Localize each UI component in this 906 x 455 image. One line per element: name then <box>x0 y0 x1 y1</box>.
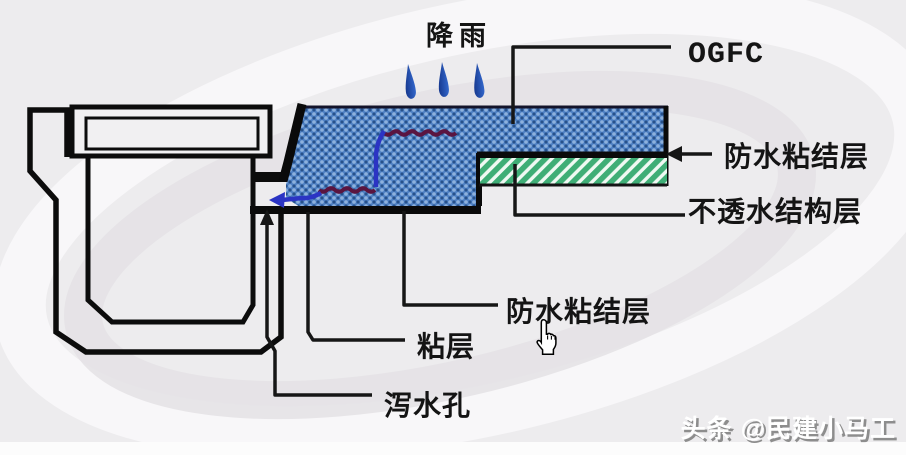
raindrop-icons <box>405 62 485 99</box>
raindrop-icon <box>474 63 485 98</box>
leader-ogfc <box>511 45 671 124</box>
water-path-upper <box>382 129 458 137</box>
water-exit-arrowhead-icon <box>269 192 285 208</box>
ogfc-left-edge <box>278 102 307 183</box>
watermark-shadow: 头条 @民建小马工 <box>683 418 898 446</box>
waterproof-bonding-top-label: 防水粘结层 <box>724 141 869 172</box>
bottom-strip <box>0 442 906 455</box>
water-path-exit <box>281 191 323 203</box>
up-arrowhead-icon <box>260 209 274 225</box>
watermark: 头条 @民建小马工 头条 @民建小马工 <box>681 415 898 446</box>
water-path-lower <box>317 186 377 194</box>
drain-cover-slab-inner <box>84 116 260 151</box>
rain-label: 降雨 <box>426 21 492 51</box>
drain-inner-cavity <box>85 157 256 325</box>
raindrop-icon <box>438 62 449 97</box>
impermeable-structural-label: 不透水结构层 <box>688 196 862 227</box>
leader-weep-hole <box>265 221 372 397</box>
impermeable-layer <box>479 158 667 187</box>
ogfc-label: OGFC <box>688 38 764 72</box>
hand-cursor-icon <box>536 319 557 355</box>
leader-waterproof-bottom <box>402 211 498 307</box>
ogfc-layer <box>250 102 669 214</box>
tack-coat-label: 粘层 <box>417 331 475 362</box>
leader-impermeable <box>513 164 685 217</box>
watermark-text: 头条 @民建小马工 <box>681 415 896 443</box>
water-path-descent <box>373 129 386 187</box>
leader-lines <box>260 45 712 397</box>
weep-hole-label: 泻水孔 <box>384 390 471 421</box>
water-flow-path <box>269 129 458 208</box>
waterproof-bonding-bottom-label: 防水粘结层 <box>506 296 651 327</box>
impermeable-layer-fill <box>480 158 667 184</box>
left-arrowhead-icon <box>666 146 682 162</box>
leader-tack-coat <box>306 212 405 342</box>
raindrop-icon <box>405 64 416 99</box>
